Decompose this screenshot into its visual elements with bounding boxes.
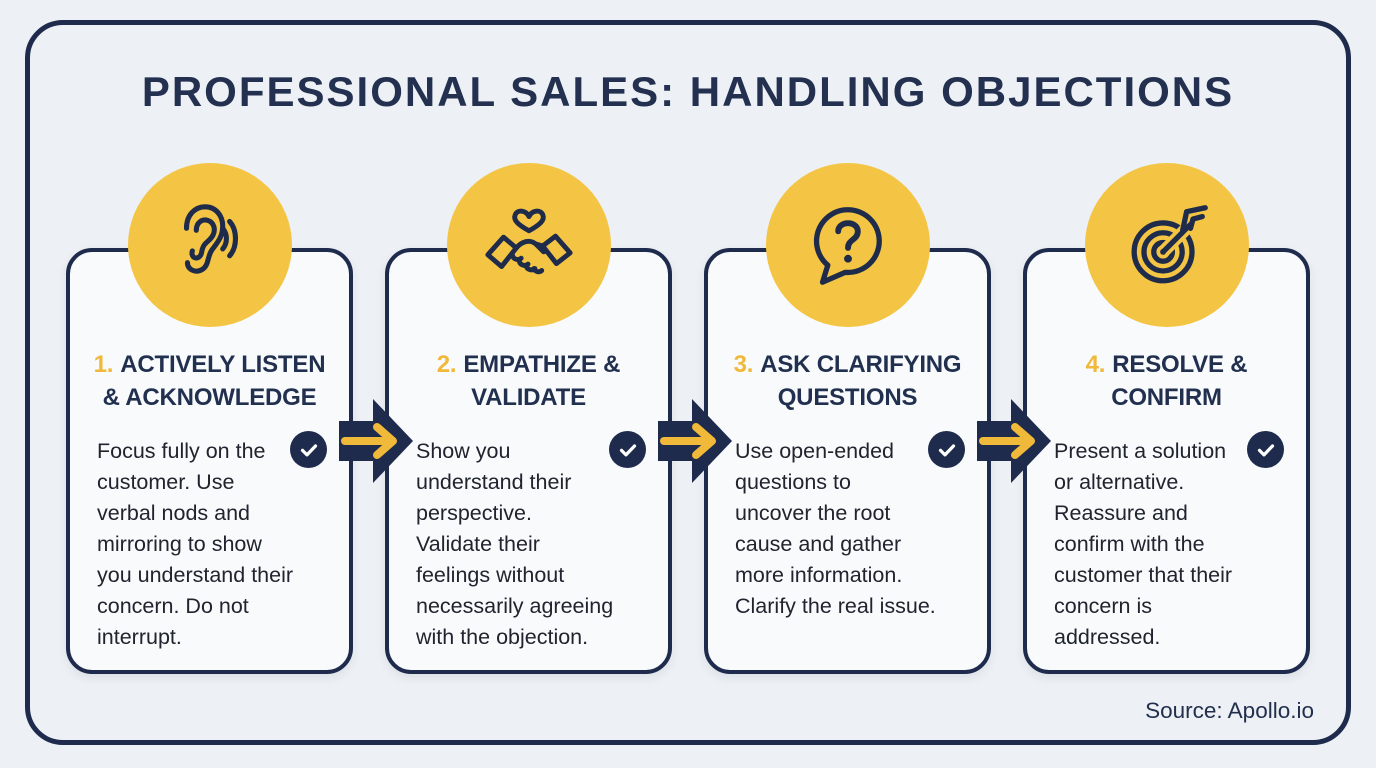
step-1-body: Focus fully on the customer. Use verbal … [97, 439, 294, 649]
step-3-body: Use open-ended questions to uncover the … [735, 439, 936, 618]
outer-frame [25, 20, 1351, 745]
page-title: PROFESSIONAL SALES: HANDLING OBJECTIONS [141, 68, 1235, 115]
step-card-2: 2.EMPATHIZE & VALIDATE Show you understa… [385, 163, 672, 674]
step-3-title-line1: ASK CLARIFYING [760, 351, 962, 378]
step-1-icon-circle [127, 163, 292, 327]
flow-arrow-icon [339, 399, 413, 483]
step-1-title-line2: & ACKNOWLEDGE [102, 384, 317, 411]
check-icon [290, 431, 327, 468]
step-3-title-line2: QUESTIONS [777, 384, 918, 411]
step-2-title-line2: VALIDATE [471, 384, 586, 411]
step-3-icon-circle [765, 163, 930, 327]
question-bubble-icon [813, 207, 882, 285]
step-1-title-line1: ACTIVELY LISTEN [120, 351, 326, 378]
step-4-number: 4. [1085, 351, 1106, 378]
check-icon [609, 431, 646, 468]
step-2-title-line1: EMPATHIZE & [463, 351, 621, 378]
step-1-number: 1. [93, 351, 114, 378]
step-2-icon-circle [446, 163, 611, 327]
flow-arrow-icon [658, 399, 732, 483]
step-4-heading: 4.RESOLVE & CONFIRM [1027, 348, 1306, 414]
check-icon [1247, 431, 1284, 468]
flow-arrow-icon [977, 399, 1051, 483]
step-1-heading: 1.ACTIVELY LISTEN & ACKNOWLEDGE [70, 348, 349, 414]
step-2-body: Show you understand their perspective. V… [416, 439, 614, 649]
check-icon [928, 431, 965, 468]
step-3-number: 3. [733, 351, 754, 378]
step-2-number: 2. [436, 351, 457, 378]
step-4-title-line1: RESOLVE & [1112, 351, 1248, 378]
step-card-1: 1.ACTIVELY LISTEN & ACKNOWLEDGE Focus fu… [66, 163, 353, 674]
step-card-3: 3.ASK CLARIFYING QUESTIONS Use open-ende… [704, 163, 991, 674]
step-4-title-line2: CONFIRM [1111, 384, 1222, 411]
ear-icon [183, 204, 238, 274]
source-credit: Source: Apollo.io [1145, 698, 1314, 723]
target-arrow-icon [1131, 205, 1208, 284]
step-4-body: Present a solution or alternative. Reass… [1054, 439, 1233, 649]
step-4-icon-circle [1084, 163, 1249, 327]
step-2-heading: 2.EMPATHIZE & VALIDATE [389, 348, 668, 414]
step-3-heading: 3.ASK CLARIFYING QUESTIONS [708, 348, 987, 414]
handshake-heart-icon [484, 208, 573, 275]
step-card-4: 4.RESOLVE & CONFIRM Present a solution o… [1023, 163, 1310, 674]
